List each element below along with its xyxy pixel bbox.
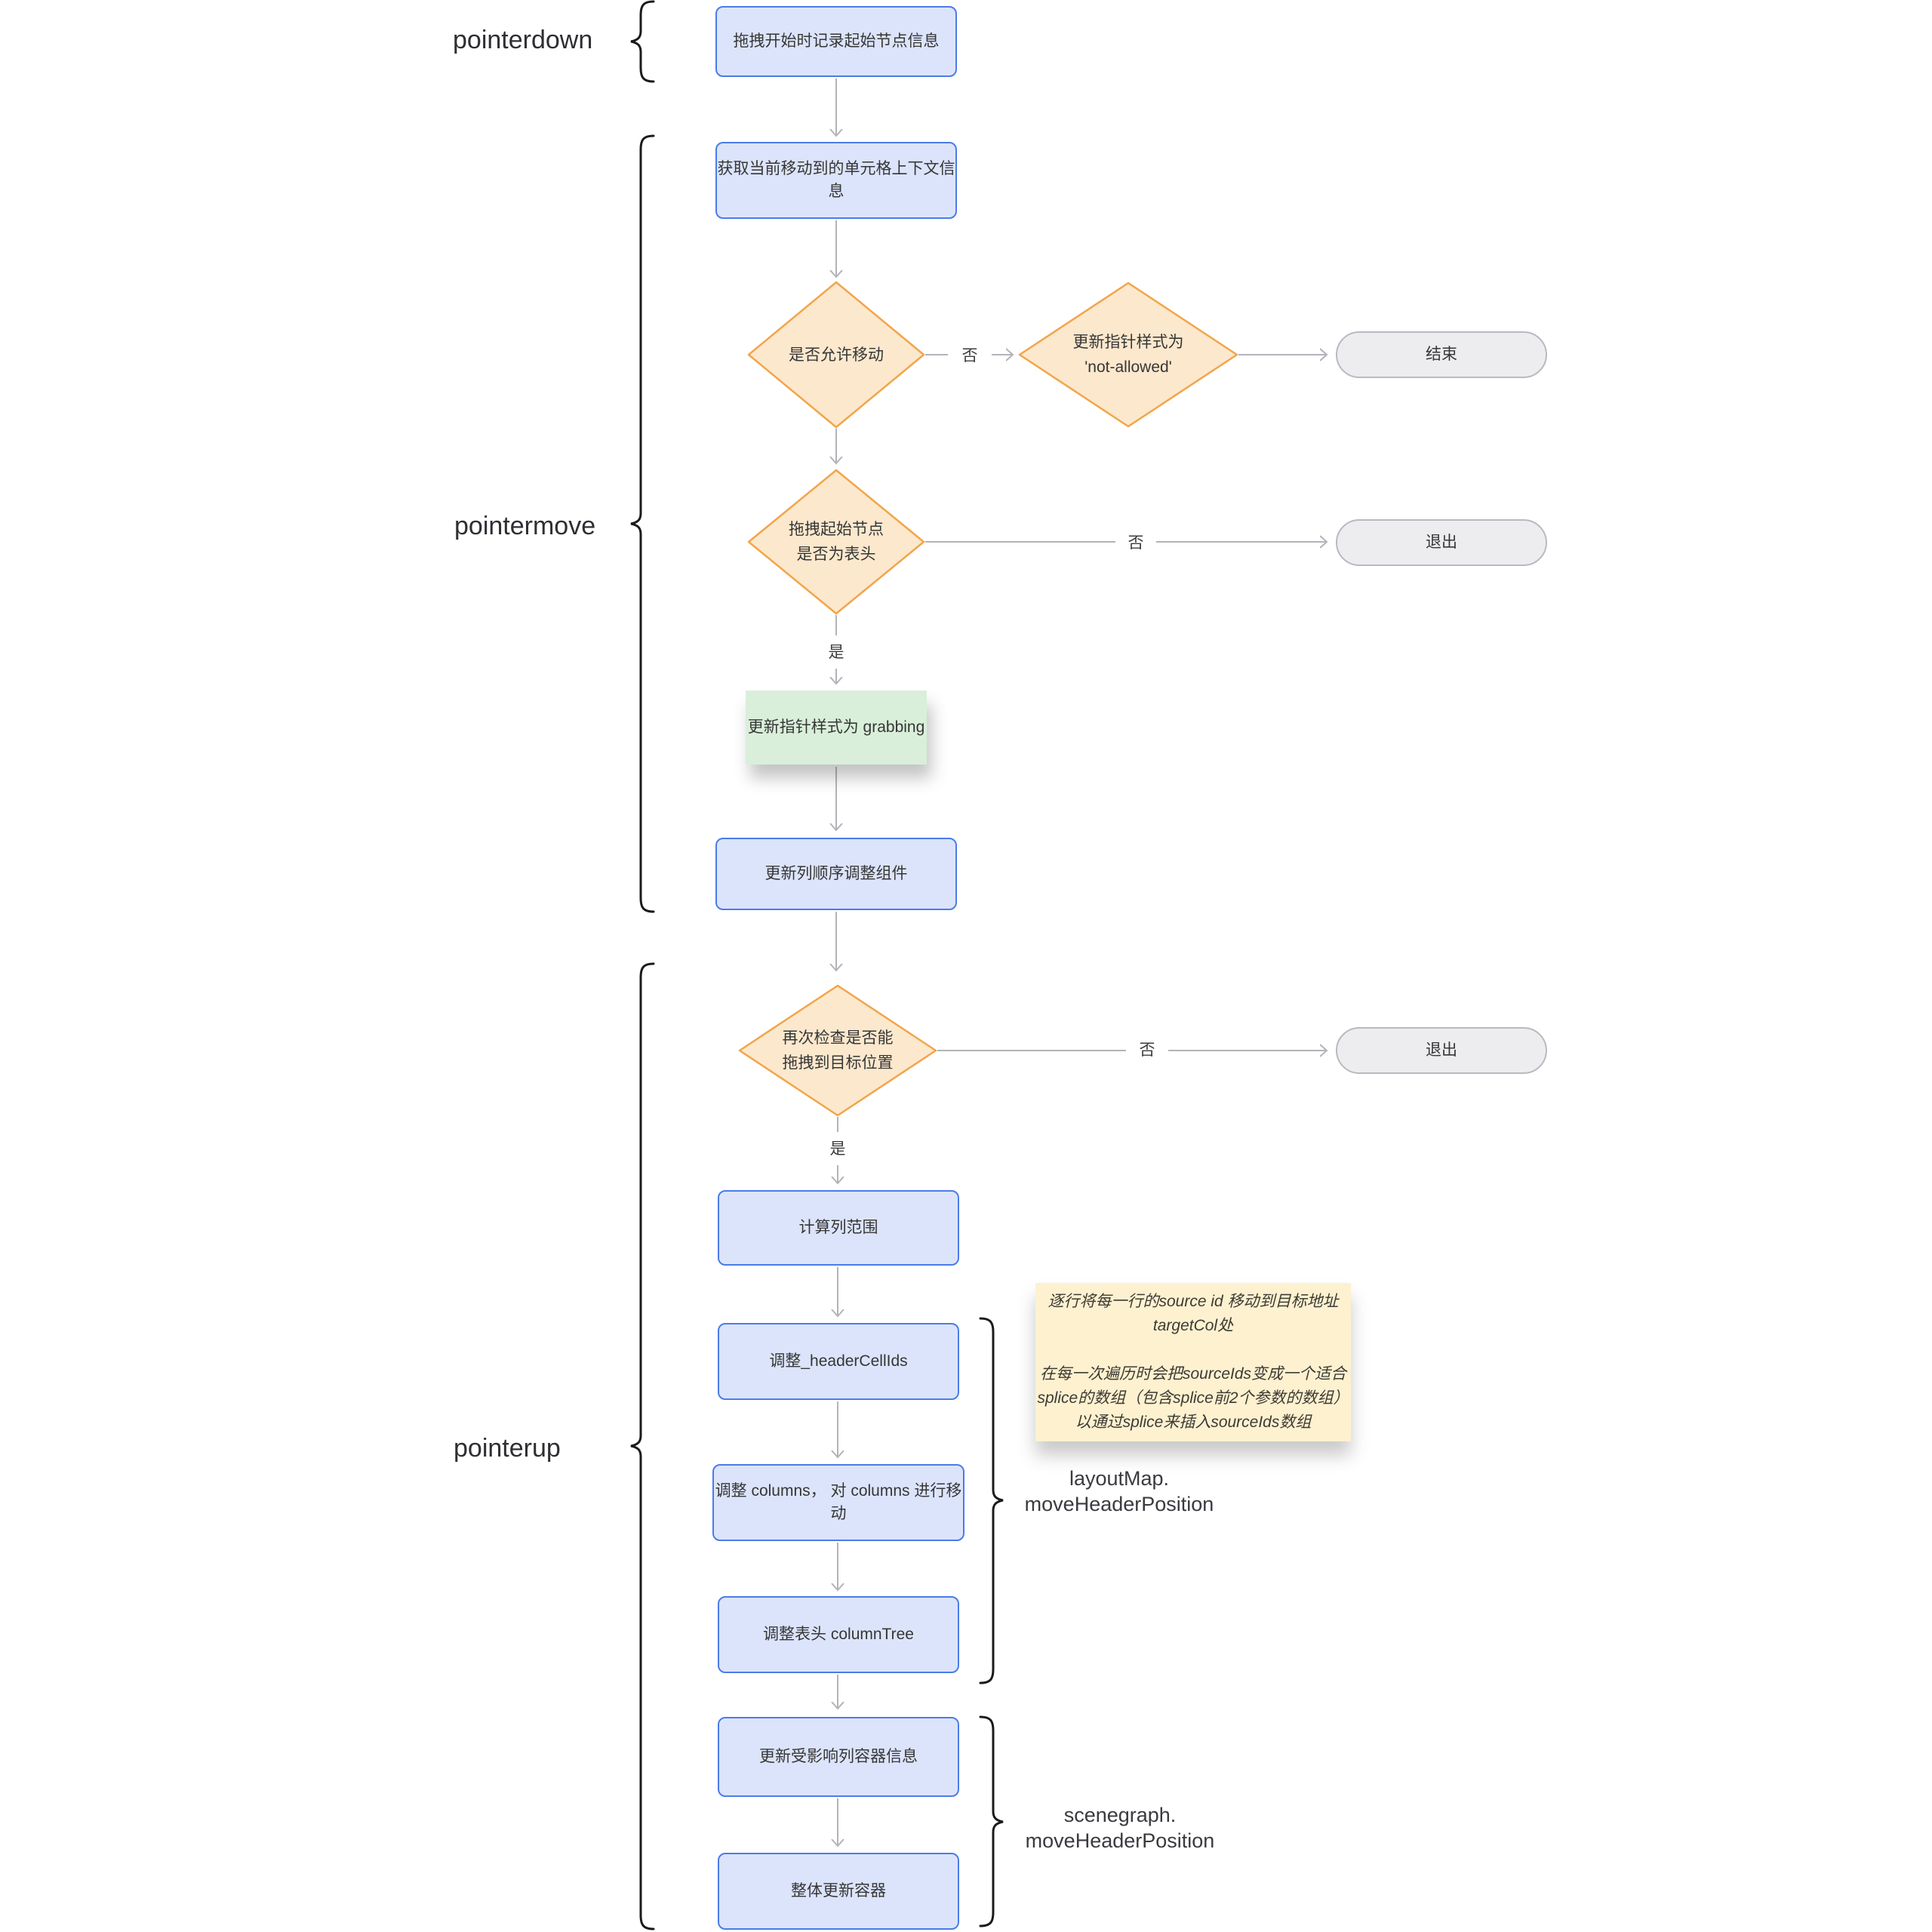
node-adjust-header-cell-ids: 调整_headerCellIds [718,1323,959,1400]
node-set-cursor-grabbing: 更新指针样式为 grabbing [746,691,927,764]
node-get-cell-context: 获取当前移动到的单元格上下文信息 [715,142,957,219]
terminal-exit-2: 退出 [1336,1027,1547,1074]
brace-layoutmap [979,1317,1004,1684]
node-adjust-column-tree: 调整表头 columnTree [718,1596,959,1673]
diamond-is-header [747,469,925,615]
label-pointermove: pointermove [454,512,596,540]
decision-shapes [738,281,1238,1117]
diamond-cursor-not-allowed [1018,281,1238,428]
edge-label-is-header-no: 否 [1124,531,1147,553]
diamond-is-header-label: 拖拽起始节点 是否为表头 [789,521,884,563]
diamond-allow-move-label: 是否允许移动 [789,346,884,364]
group-braces [630,0,1004,1930]
node-update-column-order-component: 更新列顺序调整组件 [715,838,957,910]
diamond-allow-move [747,281,925,429]
edge-label-recheck-yes: 是 [826,1137,849,1159]
note-splice-explanation: 逐行将每一行的source id 移动到目标地址 targetCol处 在每一次… [1035,1283,1351,1441]
edge-label-allow-move-no: 否 [958,343,981,366]
label-pointerdown: pointerdown [453,26,593,54]
terminal-exit-1: 退出 [1336,519,1547,566]
terminal-end: 结束 [1336,331,1547,378]
diamond-recheck-drop-label: 再次检查是否能 拖拽到目标位置 [782,1029,894,1072]
brace-pointerdown [630,0,655,83]
brace-scenegraph [979,1715,1004,1927]
label-pointerup: pointerup [454,1434,561,1463]
label-layoutmap-moveheaderposition: layoutMap. moveHeaderPosition [1024,1467,1214,1515]
edge-label-is-header-yes: 是 [825,640,848,663]
diamond-cursor-not-allowed-label: 更新指针样式为 'not-allowed' [1072,334,1184,376]
brace-pointerup [630,962,655,1930]
node-update-affected-column-containers: 更新受影响列容器信息 [718,1717,959,1797]
diamond-recheck-drop [738,984,937,1117]
node-update-whole-container: 整体更新容器 [718,1853,959,1930]
flow-connectors [836,78,1327,1846]
brace-pointermove [630,134,655,913]
node-record-start-info: 拖拽开始时记录起始节点信息 [715,6,957,77]
node-compute-column-range: 计算列范围 [718,1190,959,1266]
node-adjust-columns: 调整 columns， 对 columns 进行移动 [712,1464,964,1541]
label-scenegraph-moveheaderposition: scenegraph. moveHeaderPosition [1025,1804,1215,1852]
edge-label-recheck-no: 否 [1136,1038,1158,1060]
